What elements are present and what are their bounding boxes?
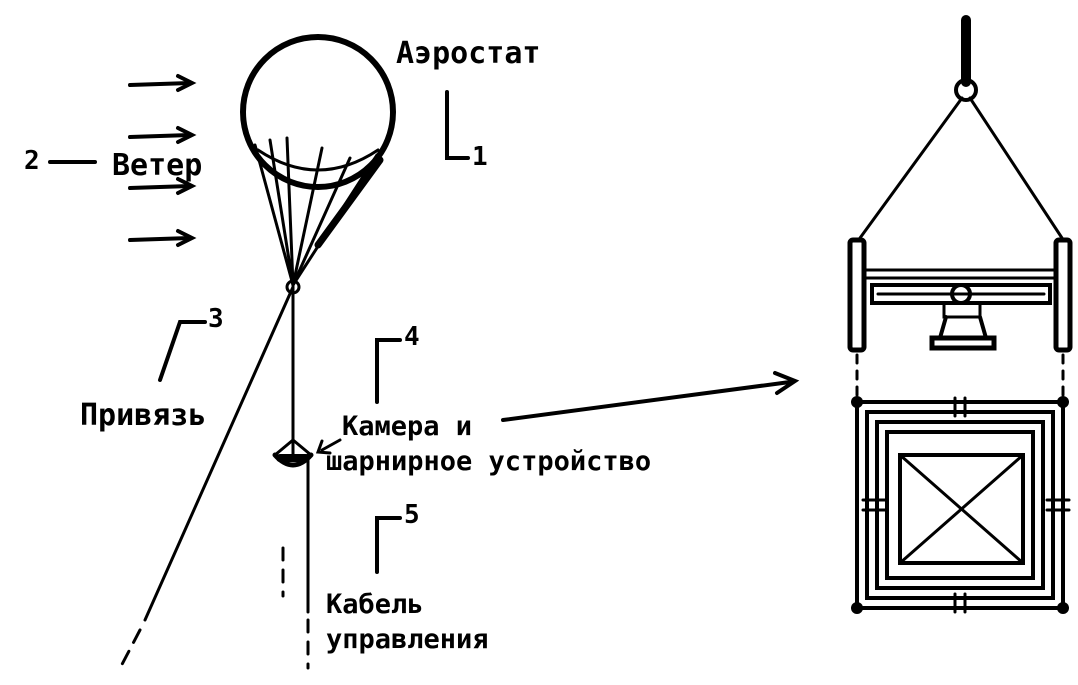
detail-corner-bolts [851, 396, 1069, 614]
callout-5-number: 5 [404, 500, 420, 530]
callout-4-bracket [375, 338, 402, 404]
label-cable-line2: управления [326, 624, 489, 655]
tether-line-dashed [116, 628, 142, 674]
label-cable-line1: Кабель [326, 589, 424, 620]
detail-suspension [858, 15, 1064, 240]
label-aerostat: Аэростат [396, 36, 541, 71]
callout-2-number: 2 [24, 146, 40, 176]
camera-pointer-arrow [320, 438, 342, 452]
callout-3-bracket [158, 320, 207, 382]
wind-arrows [128, 74, 197, 247]
label-camera-line2: шарнирное устройство [326, 446, 652, 477]
balloon-rigging [253, 136, 384, 287]
tether-line [143, 285, 295, 622]
label-tether: Привязь [80, 398, 207, 433]
label-wind: Ветер [112, 148, 203, 183]
callout-4-number: 4 [404, 322, 420, 352]
callout-3-number: 3 [208, 304, 224, 334]
detail-connector-dashes [855, 353, 1065, 397]
detail-side-view [847, 237, 1073, 353]
callout-5-bracket [375, 516, 402, 574]
camera-hinge-device [272, 438, 314, 468]
balloon-envelope [240, 34, 396, 190]
detail-top-view [855, 396, 1071, 614]
detail-pointer-arrow [501, 380, 792, 422]
callout-1-bracket [445, 90, 470, 160]
callout-1-number: 1 [472, 142, 488, 172]
label-camera-line1: Камера и [342, 411, 473, 442]
